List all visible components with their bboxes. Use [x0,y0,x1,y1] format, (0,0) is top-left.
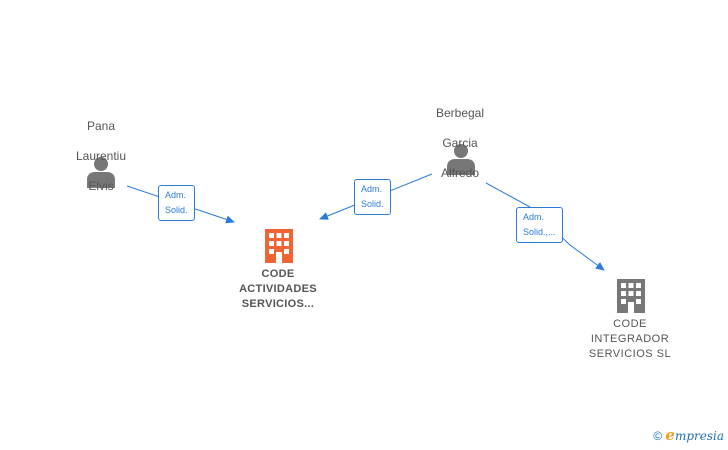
company-name-code-integrador[interactable]: CODE INTEGRADOR SERVICIOS SL [574,317,686,362]
edge-label-line: Adm. [523,212,545,222]
person-name-line: Laurentiu [75,149,127,163]
brand-initial: e [665,426,675,444]
company-name-line: INTEGRADOR [590,333,670,345]
brand-name: mpresia [674,429,724,443]
edge-label-pana-actividades[interactable]: Adm. Solid. [158,185,195,221]
building-icon[interactable] [265,229,293,263]
company-name-line: CODE [613,318,647,330]
company-name-line: ACTIVIDADES [239,283,317,295]
brand-footer: © empresia [653,426,724,444]
brand-logo[interactable]: empresia [665,426,724,444]
edge-label-line: Solid. [361,199,384,209]
edge-label-berbegal-integrador[interactable]: Adm. Solid.,... [516,207,563,243]
person-name-line: Berbegal [435,106,485,120]
edge-label-line: Solid.,... [523,227,556,237]
person-icon[interactable] [447,144,475,175]
person-name-line: Elvis [88,179,114,193]
person-name-berbegal[interactable]: Berbegal Garcia Alfredo [414,91,506,196]
person-name-line: Pana [86,119,116,133]
person-name-line: Garcia [442,136,478,150]
person-icon[interactable] [87,157,115,188]
edge-label-berbegal-actividades[interactable]: Adm. Solid. [354,179,391,215]
company-name-line: CODE [261,268,295,280]
person-name-line: Alfredo [440,166,480,180]
company-name-line: SERVICIOS... [241,298,315,310]
edge-label-line: Adm. [361,184,383,194]
edge-label-line: Solid. [165,205,188,215]
company-name-line: SERVICIOS SL [588,348,672,360]
edge-label-line: Adm. [165,190,187,200]
person-name-pana[interactable]: Pana Laurentiu Elvis [58,104,144,209]
copyright-icon: © [653,429,663,443]
company-name-code-actividades[interactable]: CODE ACTIVIDADES SERVICIOS... [222,267,334,312]
building-icon[interactable] [617,279,645,313]
